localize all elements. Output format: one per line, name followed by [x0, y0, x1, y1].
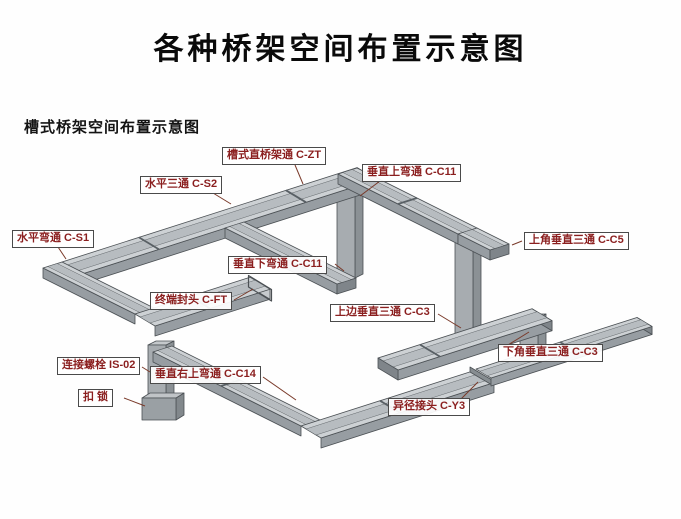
tray-joint	[285, 189, 307, 204]
leader-line	[294, 164, 304, 185]
leader-line	[459, 381, 479, 401]
label-vertical-down-bend: 垂直下弯通 C-C11	[228, 256, 328, 274]
label-connecting-bolt: 连接螺栓 IS-02	[57, 357, 141, 375]
label-bottom-corner-vertical-tee: 下角垂直三通 C-C3	[498, 344, 603, 362]
label-end-cap: 终端封头 C-FT	[150, 292, 233, 310]
leader-line	[123, 397, 146, 407]
tray-joint	[397, 197, 418, 205]
label-buckle-lock: 扣 锁	[78, 389, 114, 407]
label-top-edge-vertical-tee: 上边垂直三通 C-C3	[330, 304, 435, 322]
leader-line	[57, 246, 67, 260]
leader-line	[233, 288, 254, 301]
leader-line	[334, 263, 345, 272]
leader-line	[212, 192, 232, 205]
label-straight-trough-tray: 槽式直桥架通 C-ZT	[222, 147, 327, 165]
page-title: 各种桥架空间布置示意图	[153, 33, 528, 66]
pedestal-front	[141, 397, 177, 421]
tray-end	[377, 357, 399, 381]
leader-line	[507, 331, 530, 346]
pedestal-top	[141, 392, 185, 399]
label-top-corner-vertical-tee: 上角垂直三通 C-C5	[524, 232, 629, 250]
label-horizontal-bend: 水平弯通 C-S1	[12, 230, 95, 248]
section-subtitle: 槽式桥架空间布置示意图	[24, 119, 201, 136]
label-vertical-up-bend: 垂直上弯通 C-C11	[362, 164, 462, 182]
tray-channel	[462, 229, 505, 249]
leader-line	[141, 366, 151, 373]
riser-front	[454, 235, 474, 341]
leader-line	[511, 240, 523, 246]
leader-line	[437, 313, 462, 329]
label-vertical-right-up-bend: 垂直右上弯通 C-C14	[150, 366, 261, 384]
leader-line	[359, 180, 381, 197]
leader-line	[262, 376, 297, 401]
label-reducer-joint: 异径接头 C-Y3	[388, 398, 471, 416]
end-cap-rim	[247, 274, 273, 302]
label-horizontal-tee: 水平三通 C-S2	[140, 176, 223, 194]
tray-joint	[138, 236, 160, 251]
tray-joint	[419, 343, 441, 358]
